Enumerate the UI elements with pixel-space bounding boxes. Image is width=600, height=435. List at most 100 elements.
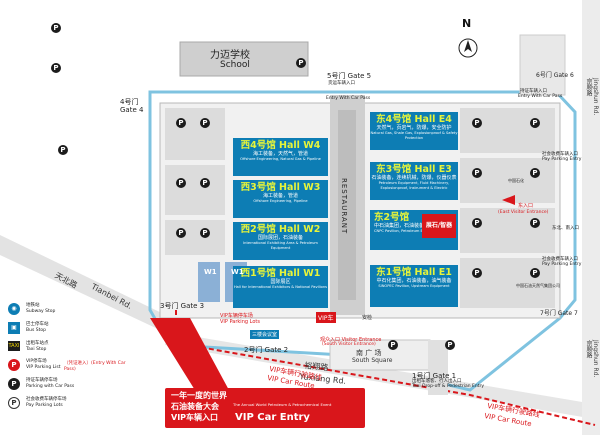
legend-subway-en: Subway Stop bbox=[26, 309, 56, 314]
hall-e1-en: SINOPEC Pavilion, Upstream Equipment bbox=[378, 284, 450, 288]
hall-w1-title: 西1号馆 Hall W1 bbox=[240, 268, 321, 279]
jingshun-road-shape bbox=[582, 0, 600, 435]
small-hall-w1b-label: W1 bbox=[231, 268, 244, 276]
vip-parking-en: VIP Parking Lots bbox=[220, 319, 260, 325]
subway-icon: ◉ bbox=[8, 303, 20, 315]
parking-icon: P bbox=[472, 218, 482, 228]
parking-icon: P bbox=[472, 268, 482, 278]
east-entrance-cn: 东入口 bbox=[518, 203, 534, 209]
banner-en-small: The Annual World Petroleum & Petrochemic… bbox=[233, 402, 332, 407]
pay-entry-2-en: Pay Parking Entry bbox=[542, 262, 582, 267]
gate1-entry-en: Taxi Drop-off & Pedestrian Entry bbox=[412, 384, 485, 389]
gate7-label: 7号门 Gate 7 bbox=[540, 310, 578, 317]
hall-w1: 西1号馆 Hall W1 国际展区 Hall for International… bbox=[233, 266, 328, 308]
banner-line2: 石油装备大会 bbox=[171, 402, 219, 411]
block-e4 bbox=[460, 258, 555, 308]
east-north-south: 东北、南入口 bbox=[552, 226, 579, 231]
south-square-cn: 南 广 场 bbox=[356, 349, 382, 357]
hall-e1-title: 东1号馆 Hall E1 bbox=[376, 267, 452, 278]
gate1-entry-cn: 出租车落客、行人出入口 bbox=[412, 379, 462, 384]
hall-e2-title: 东2号馆 bbox=[374, 212, 410, 223]
parking-icon: P bbox=[58, 145, 68, 155]
gate5-entry-cn: 货运车辆入口 bbox=[328, 81, 355, 86]
jingshun-road-top-en: Jingshun Rd. bbox=[592, 78, 599, 116]
hall-w1-sub: 国际展区 bbox=[270, 279, 291, 285]
parking-icon: P bbox=[472, 168, 482, 178]
parking-icon: P bbox=[176, 228, 186, 238]
legend-parking-en: Parking with Car Pass bbox=[26, 384, 75, 389]
gate2-label: 2号门 Gate 2 bbox=[244, 346, 289, 354]
hall-e4: 东4号馆 Hall E4 天然气，页岩气，防爆，安全防护 Natural Gas… bbox=[370, 112, 458, 150]
hall-w4-title: 西4号馆 Hall W4 bbox=[240, 140, 321, 151]
south-square-en: South Square bbox=[352, 357, 393, 364]
parking-icon: P bbox=[176, 178, 186, 188]
gate6-entry-cn: 持证车辆入口 bbox=[520, 89, 547, 94]
parking-icon: P bbox=[296, 58, 306, 68]
small-hall-w1a-label: W1 bbox=[204, 268, 217, 276]
banner-en-big: VIP Car Entry bbox=[235, 412, 310, 423]
block-e2 bbox=[460, 158, 555, 203]
hall-w1-en: Hall for International Exhibitors & Nati… bbox=[233, 285, 327, 289]
gate4-label-en: Gate 4 bbox=[120, 106, 144, 114]
legend-taxi-en: Taxi Stop bbox=[26, 347, 47, 352]
vip-parking-icon: P bbox=[8, 359, 20, 371]
legend-vip-en: VIP Parking List bbox=[26, 365, 61, 370]
hall-w4-en: Offshore Engineering, Natural Gas & Pipe… bbox=[240, 157, 321, 161]
block-w3 bbox=[165, 220, 225, 255]
school-building bbox=[179, 41, 309, 77]
parking-icon: P bbox=[530, 168, 540, 178]
vip-marker: VIP车 bbox=[316, 312, 336, 323]
hall-w2: 西2号馆 Hall W2 国际展团，石油装备 International Exh… bbox=[233, 222, 328, 260]
hall-e4-sub: 天然气，页岩气，防爆，安全防护 bbox=[376, 125, 452, 131]
jingshun-road-bot-cn: 京顺路 bbox=[585, 340, 592, 358]
hall-w4-sub: 海工装备，天然气，管道 bbox=[252, 151, 308, 157]
legend-subway-cn: 地铁站 bbox=[26, 303, 40, 308]
legend-parking-cn: 持证车辆停车场 bbox=[26, 378, 58, 383]
pay-entry-1-en: Pay Parking Entry bbox=[542, 157, 582, 162]
gate1-label: 1号门 Gate 1 bbox=[412, 372, 457, 380]
north-label: N bbox=[462, 17, 472, 30]
hall-e3-sub: 石油装备，连续机械，防爆，仪器仪表 bbox=[371, 175, 457, 181]
bus-icon: ▣ bbox=[8, 322, 20, 334]
legend-taxi-cn: 出租车站点 bbox=[26, 341, 49, 346]
hall-e2-en: CNPC Pavilion, Petroleum Equipment bbox=[374, 229, 441, 233]
gate6-label: 6号门 Gate 6 bbox=[536, 72, 574, 79]
parking-icon: P bbox=[530, 118, 540, 128]
pay-entry-2-cn: 社会收费车辆入口 bbox=[542, 257, 578, 262]
parking-icon: P bbox=[530, 268, 540, 278]
banner-line1: 一年一度的世界 bbox=[171, 391, 227, 400]
hall-w2-title: 西2号馆 Hall W2 bbox=[240, 224, 321, 235]
gate3-label: 3号门 Gate 3 bbox=[160, 302, 205, 310]
tianbei-road-shape bbox=[0, 235, 172, 330]
block-e1 bbox=[460, 108, 555, 153]
restaurant-block bbox=[338, 110, 356, 300]
register-label: 三楼会议室 bbox=[250, 330, 280, 339]
small-hall-w1a bbox=[198, 262, 220, 302]
legend-pay-cn: 社会收费车辆停车场 bbox=[26, 397, 67, 402]
gate5-label: 5号门 Gate 5 bbox=[327, 72, 372, 80]
parking-icon: P bbox=[472, 118, 482, 128]
south-entrance-en: (South Visitor Entrance) bbox=[322, 342, 376, 347]
hall-e1: 东1号馆 Hall E1 中石化集团，石油装备，油气装备 SINOPEC Pav… bbox=[370, 265, 458, 307]
yuxiang-road-shape bbox=[165, 332, 600, 420]
e2-badge: 展石/智器 bbox=[422, 214, 456, 238]
school-name-cn: 力迈学校 bbox=[210, 50, 250, 61]
pay-parking-icon: P bbox=[8, 397, 20, 409]
hall-w2-sub: 国际展团，石油装备 bbox=[257, 235, 303, 241]
hall-w2-en: International Exhibiting Area & Petroleu… bbox=[243, 241, 318, 250]
legend-bus-en: Bus Stop bbox=[26, 328, 46, 333]
parking-icon: P bbox=[200, 118, 210, 128]
hall-e2-sub: 中石油集团，石油装备 bbox=[374, 223, 425, 229]
legend-vip-note: （凭证进入）(Entry With Car Pass) bbox=[64, 361, 126, 372]
sinopec-logo-label: 中国石化 bbox=[508, 178, 524, 183]
hall-e1-sub: 中石化集团，石油装备，油气装备 bbox=[376, 278, 452, 284]
hall-w3-en: Offshore Engineering, Pipeline bbox=[253, 199, 308, 203]
east-entry-arrow bbox=[502, 195, 515, 205]
gate6-entry-en: Entry With Car Pass bbox=[518, 94, 563, 99]
hall-e3: 东3号馆 Hall E3 石油装备，连续机械，防爆，仪器仪表 Petroleum… bbox=[370, 162, 458, 200]
school-name-en: School bbox=[220, 60, 250, 70]
legend-pay-en: Pay Parking Lots bbox=[26, 403, 63, 408]
hall-w4: 西4号馆 Hall W4 海工装备，天然气，管道 Offshore Engine… bbox=[233, 138, 328, 176]
